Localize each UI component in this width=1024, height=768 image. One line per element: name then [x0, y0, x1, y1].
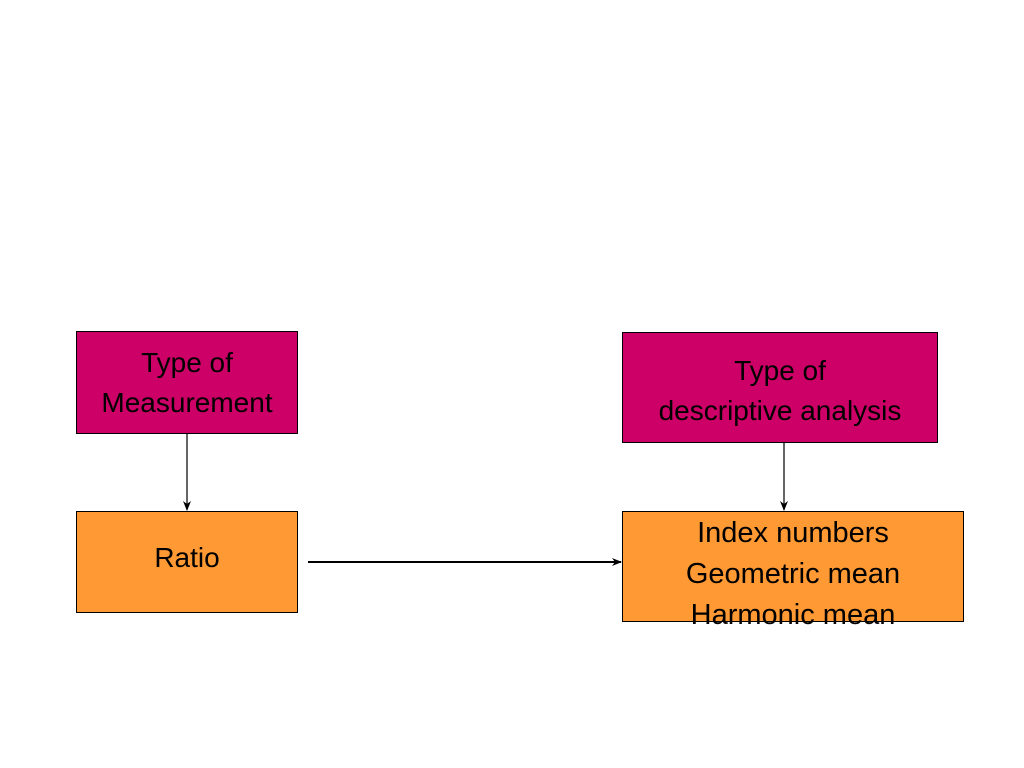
analysis-type-line-2: descriptive analysis — [658, 394, 902, 426]
measurement-type-line-2: Measurement — [101, 386, 273, 418]
method-geometric-mean: Geometric mean — [685, 558, 901, 590]
ratio-label: Ratio — [154, 542, 220, 573]
analysis-type-line-1: Type of — [734, 354, 826, 386]
measurement-type-box: Type of Measurement — [76, 331, 298, 434]
method-harmonic-mean: Harmonic mean — [690, 599, 896, 631]
measurement-type-line-1: Type of — [141, 346, 233, 378]
methods-box: Index numbers Geometric mean Harmonic me… — [622, 511, 964, 631]
method-index-numbers: Index numbers — [697, 517, 889, 549]
analysis-type-box: Type of descriptive analysis — [622, 332, 938, 443]
ratio-box: Ratio — [76, 511, 298, 613]
